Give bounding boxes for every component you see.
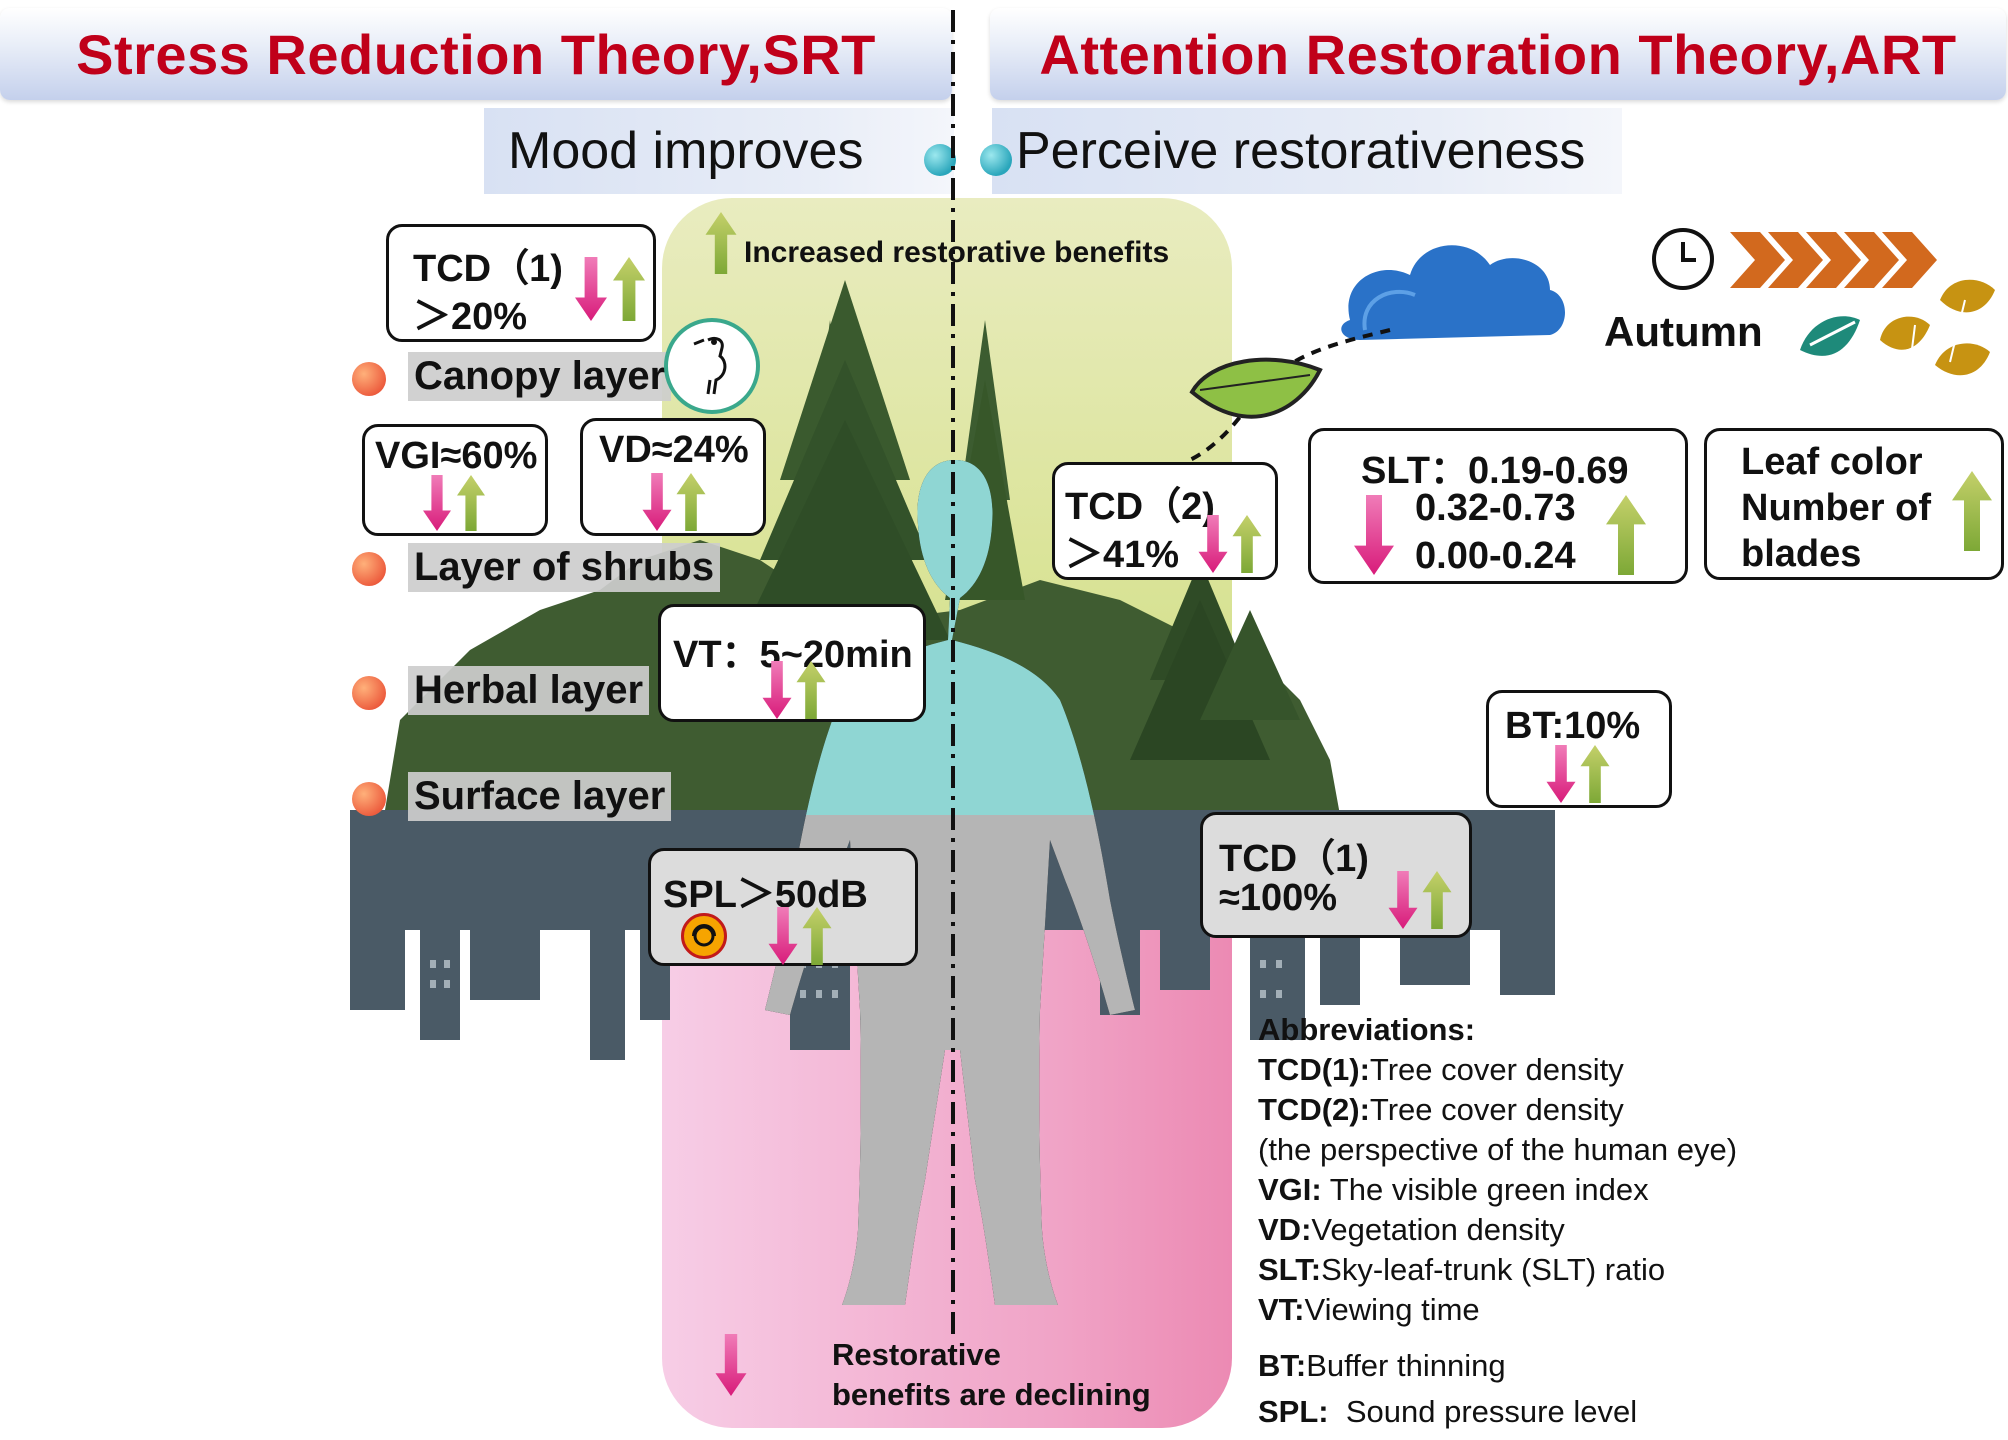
down-arrow-icon (1354, 495, 1394, 575)
vgi-box: VGI≈60% (362, 424, 548, 536)
autumn-leaves-icon (1800, 279, 1995, 376)
srt-title: Stress Reduction Theory,SRT (0, 8, 952, 100)
up-arrow-icon (802, 907, 832, 965)
layer-dot-herbal (352, 676, 386, 710)
abbr-bt: BT:Buffer thinning (1258, 1348, 1506, 1383)
up-arrow-icon (457, 475, 485, 531)
layer-surface: Surface layer (408, 772, 672, 821)
art-dot (980, 144, 1012, 176)
down-arrow-icon (1388, 871, 1418, 929)
vt-box: VT：5~20min (658, 604, 926, 722)
cloud-icon (1341, 245, 1565, 340)
layer-dot-surface (352, 782, 386, 816)
up-arrow-icon (613, 257, 645, 321)
layer-canopy: Canopy layer (408, 352, 672, 401)
layer-dot-shrubs (352, 552, 386, 586)
noise-icon (681, 913, 727, 959)
up-arrow-icon (796, 661, 826, 719)
layer-dot-canopy (352, 362, 386, 396)
abbr-slt: SLT:Sky-leaf-trunk (SLT) ratio (1258, 1252, 1666, 1287)
abbr-vgi: VGI: The visible green index (1258, 1172, 1649, 1207)
leaf-icon (1189, 357, 1323, 419)
autumn-label: Autumn (1604, 308, 1763, 355)
declining-benefits-label: Restorative benefits are declining (832, 1337, 1151, 1412)
up-arrow-icon (676, 473, 706, 531)
chevron-arrows-icon (1730, 232, 1937, 288)
down-arrow-icon (1546, 745, 1576, 803)
up-arrow-icon (1422, 871, 1452, 929)
leaf-color-box: Leaf color Number of blades (1704, 428, 2004, 580)
down-arrow-icon (642, 473, 672, 531)
down-arrow-icon (423, 475, 451, 531)
increase-arrow-icon (705, 212, 737, 274)
art-title: Attention Restoration Theory,ART (990, 8, 2006, 100)
clock-icon (1652, 228, 1714, 290)
decline-arrow-icon (715, 1334, 747, 1396)
down-arrow-icon (762, 661, 792, 719)
down-arrow-icon (575, 257, 607, 321)
cloud-leaf-graphic (1189, 245, 1565, 462)
abbr-vt: VT:Viewing time (1258, 1292, 1480, 1327)
abbr-vd: VD:Vegetation density (1258, 1212, 1565, 1247)
art-subtitle: Perceive restorativeness (992, 108, 1622, 194)
abbr-tcd1: TCD(1):Tree cover density (1258, 1052, 1624, 1087)
layer-herbal: Herbal layer (408, 666, 650, 715)
slt-box: SLT：0.19-0.69 0.32-0.73 0.00-0.24 (1308, 428, 1688, 584)
tcd2-box: TCD（2) ＞41% (1052, 462, 1278, 580)
bt-box: BT:10% (1486, 690, 1672, 808)
abbreviations-title: Abbreviations: (1258, 1012, 1476, 1047)
tcd1-canopy-box: TCD（1) ＞20% (386, 224, 656, 342)
bird-icon (664, 318, 760, 414)
down-arrow-icon (1198, 515, 1228, 573)
up-arrow-icon (1232, 515, 1262, 573)
abbr-tcd2: TCD(2):Tree cover density (1258, 1092, 1624, 1127)
increased-benefits-label: Increased restorative benefits (744, 236, 1170, 269)
srt-subtitle: Mood improves (484, 108, 954, 194)
tcd1-city-box: TCD（1) ≈100% (1200, 812, 1472, 938)
abbr-spl: SPL: Sound pressure level (1258, 1394, 1638, 1429)
vd-box: VD≈24% (580, 418, 766, 536)
layer-shrubs: Layer of shrubs (408, 543, 721, 592)
up-arrow-icon (1952, 471, 1992, 551)
up-arrow-icon (1580, 745, 1610, 803)
abbreviations-legend: Abbreviations: TCD(1):Tree cover density… (1258, 1010, 1737, 1432)
up-arrow-icon (1606, 495, 1646, 575)
down-arrow-icon (768, 907, 798, 965)
srt-dot (924, 144, 956, 176)
spl-box: SPL＞50dB (648, 848, 918, 966)
abbr-tcd2-note: (the perspective of the human eye) (1258, 1132, 1738, 1167)
